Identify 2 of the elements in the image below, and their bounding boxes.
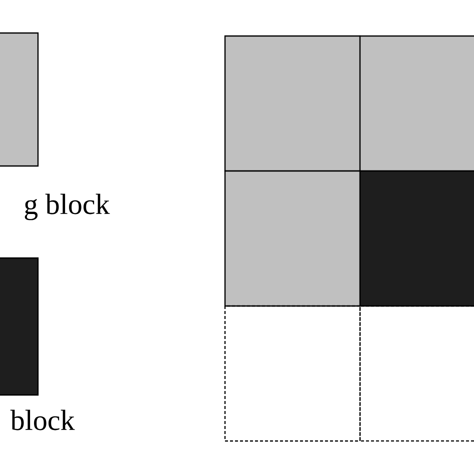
legend-label: block — [10, 410, 75, 430]
legend-label: g block — [24, 194, 110, 220]
